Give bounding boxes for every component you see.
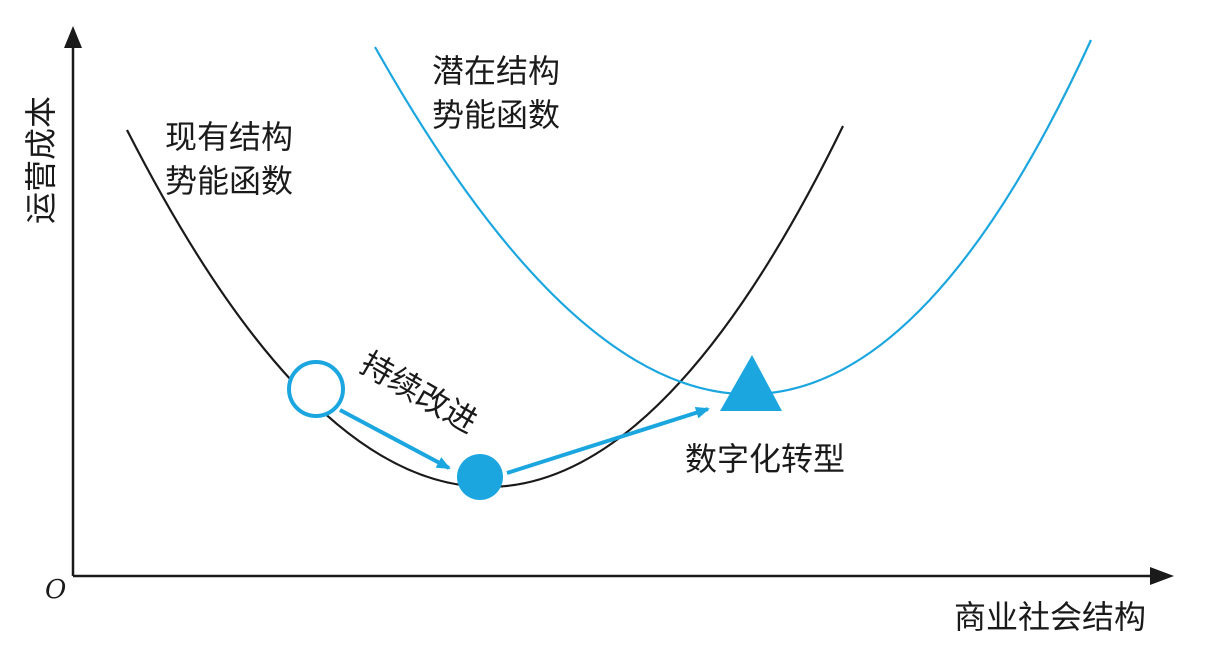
origin-label: O: [45, 575, 66, 605]
improvement-arrow: [339, 408, 451, 470]
existing-curve-label-line1: 现有结构: [165, 118, 293, 156]
start-point-open-circle: [287, 360, 345, 418]
digital-transformation-label: 数字化转型: [685, 440, 845, 478]
potential-structure-curve: [374, 39, 1092, 396]
optimum-point-filled-circle: [457, 454, 503, 500]
x-axis-label: 商业社会结构: [954, 598, 1146, 636]
potential-curve-label-line1: 潜在结构: [432, 52, 560, 90]
potential-curve-label-line2: 势能函数: [432, 96, 560, 134]
y-axis-arrow-icon: [64, 26, 82, 48]
x-axis-arrow-icon: [1150, 567, 1174, 585]
y-axis-label: 运营成本: [22, 96, 60, 224]
target-point-triangle: [720, 355, 782, 411]
transformation-arrow: [506, 406, 710, 475]
existing-curve-label-line2: 势能函数: [165, 162, 293, 200]
